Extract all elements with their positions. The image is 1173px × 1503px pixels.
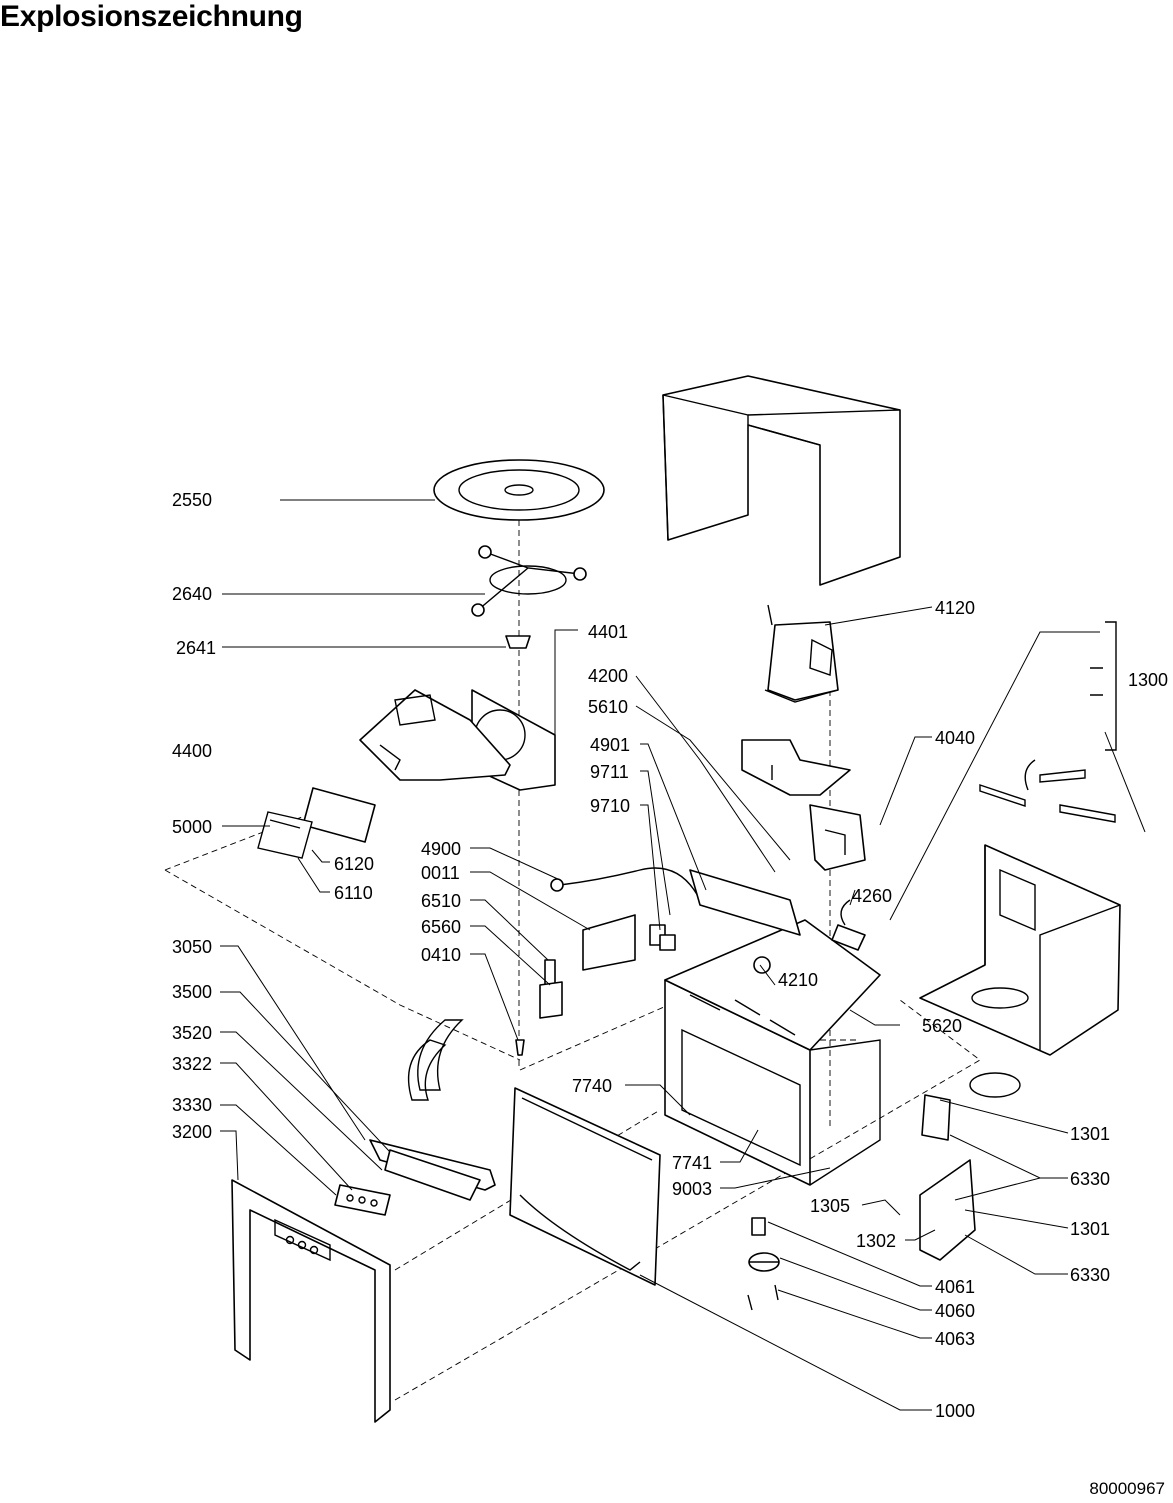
part-label-2550: 2550	[172, 490, 212, 510]
transformer	[764, 604, 839, 703]
part-label-1302: 1302	[856, 1231, 896, 1251]
part-label-4901: 4901	[590, 735, 630, 755]
part-label-6330-a: 6330	[1070, 1169, 1110, 1189]
part-label-9711: 9711	[590, 762, 629, 782]
part-label-0410: 0410	[421, 945, 461, 965]
part-label-4063: 4063	[935, 1329, 975, 1349]
motor-bracket	[359, 689, 556, 791]
part-label-2641: 2641	[176, 638, 216, 658]
flat-cables	[407, 1019, 464, 1101]
part-label-4040: 4040	[935, 728, 975, 748]
part-label-1300: 1300	[1128, 670, 1168, 690]
part-label-4061: 4061	[935, 1277, 975, 1297]
page-title: Explosionszeichnung	[0, 0, 303, 33]
part-label-3520: 3520	[172, 1023, 212, 1043]
mains-cable	[550, 867, 701, 901]
part-label-3200: 3200	[172, 1122, 212, 1142]
turntable-motor	[747, 1217, 780, 1311]
turntable-coupler	[505, 635, 531, 649]
part-label-5610: 5610	[588, 697, 628, 717]
part-label-4060: 4060	[935, 1301, 975, 1321]
hv-diode	[831, 899, 866, 951]
part-label-6120: 6120	[334, 854, 374, 874]
part-label-3322: 3322	[172, 1054, 212, 1074]
oven-door	[509, 1087, 661, 1286]
part-label-1000: 1000	[935, 1401, 975, 1421]
part-labels: 2550 2640 2641 4400 4401 5000 6120 6110 …	[172, 490, 1168, 1421]
part-label-4200: 4200	[588, 666, 628, 686]
part-label-4120: 4120	[935, 598, 975, 618]
transformer-bracket	[741, 739, 851, 796]
control-board	[257, 787, 376, 859]
turntable-plate	[433, 459, 605, 521]
keypad-parts	[334, 1139, 496, 1216]
outer-housing-cover	[662, 375, 901, 586]
front-frame	[231, 1179, 391, 1423]
roller-ring	[471, 545, 587, 617]
part-label-7741: 7741	[672, 1153, 712, 1173]
part-label-3500: 3500	[172, 982, 212, 1002]
side-components	[919, 759, 1116, 1261]
fuse-parts	[515, 914, 636, 1056]
hv-capacitor	[809, 804, 866, 871]
part-label-4210: 4210	[778, 970, 818, 990]
cavity-front-frame	[664, 919, 881, 1186]
part-label-5000: 5000	[172, 817, 212, 837]
cavity-housing	[919, 844, 1121, 1056]
part-label-6110: 6110	[334, 883, 373, 903]
part-label-6330-b: 6330	[1070, 1265, 1110, 1285]
leader-lines	[220, 499, 1146, 1411]
part-label-3050: 3050	[172, 937, 212, 957]
part-label-6560: 6560	[421, 917, 461, 937]
part-label-2640: 2640	[172, 584, 212, 604]
part-label-5620: 5620	[922, 1016, 962, 1036]
bracket-1300	[1090, 621, 1117, 751]
part-label-4401: 4401	[588, 622, 628, 642]
part-label-4400: 4400	[172, 741, 212, 761]
part-label-0011: 0011	[421, 863, 460, 883]
part-label-1301-a: 1301	[1070, 1124, 1110, 1144]
part-label-9003: 9003	[672, 1179, 712, 1199]
part-label-7740: 7740	[572, 1076, 612, 1096]
switch-bracket	[649, 869, 801, 974]
part-label-1301-b: 1301	[1070, 1219, 1110, 1239]
part-label-6510: 6510	[421, 891, 461, 911]
part-label-1305: 1305	[810, 1196, 850, 1216]
part-label-4900: 4900	[421, 839, 461, 859]
part-label-9710: 9710	[590, 796, 630, 816]
document-number: 80000967	[1089, 1479, 1165, 1498]
part-label-3330: 3330	[172, 1095, 212, 1115]
part-label-4260: 4260	[852, 886, 892, 906]
